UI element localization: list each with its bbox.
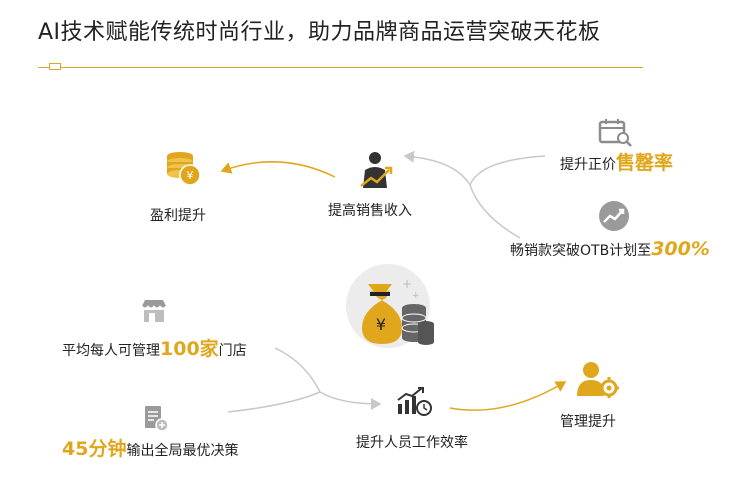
stores-label: 平均每人可管理100家门店 — [62, 334, 247, 361]
svg-text:+: + — [402, 277, 412, 291]
coins-icon: ¥ — [160, 148, 204, 192]
money-bag-icon: + + ¥ — [340, 262, 440, 356]
stores-highlight: 100家 — [160, 338, 219, 360]
connector-revenue-to-profit — [220, 161, 336, 178]
connector-stores-to-efficiency — [274, 347, 382, 410]
store-icon — [140, 298, 168, 328]
minutes-label: 45分钟输出全局最优决策 — [62, 434, 238, 461]
user-gear-icon — [575, 360, 620, 402]
growth-chart-icon — [598, 200, 630, 236]
full-price-label: 提升正价售罄率 — [560, 148, 673, 175]
otb-highlight: 300% — [651, 238, 710, 260]
connector-otb-to-revenue — [469, 184, 521, 239]
full-price-highlight: 售罄率 — [616, 152, 674, 174]
divider-marker — [49, 63, 61, 70]
chart-clock-icon — [396, 386, 432, 422]
connector-fullprice-to-revenue — [403, 150, 546, 187]
full-price-prefix: 提升正价 — [560, 157, 616, 173]
svg-text:+: + — [412, 291, 420, 301]
connector-minutes-to-efficiency — [227, 391, 321, 413]
efficiency-label: 提升人员工作效率 — [356, 435, 468, 451]
minutes-suffix: 输出全局最优决策 — [126, 443, 239, 459]
sales-revenue-label: 提高销售收入 — [328, 203, 412, 219]
title-divider — [38, 67, 643, 68]
businessman-growth-icon — [355, 150, 395, 198]
svg-text:¥: ¥ — [187, 169, 194, 182]
stores-prefix: 平均每人可管理 — [62, 343, 160, 359]
otb-prefix: 畅销款突破OTB计划至 — [510, 243, 652, 259]
minutes-highlight: 45分钟 — [62, 438, 127, 460]
otb-label: 畅销款突破OTB计划至300% — [510, 238, 710, 260]
profit-label: 盈利提升 — [150, 208, 206, 224]
management-label: 管理提升 — [560, 414, 616, 430]
connector-efficiency-to-management — [449, 381, 567, 411]
svg-text:¥: ¥ — [376, 315, 386, 334]
page-title: AI技术赋能传统时尚行业，助力品牌商品运营突破天花板 — [38, 20, 601, 45]
calendar-search-icon — [598, 118, 632, 152]
stores-suffix: 门店 — [218, 343, 247, 359]
document-add-icon — [142, 404, 170, 436]
